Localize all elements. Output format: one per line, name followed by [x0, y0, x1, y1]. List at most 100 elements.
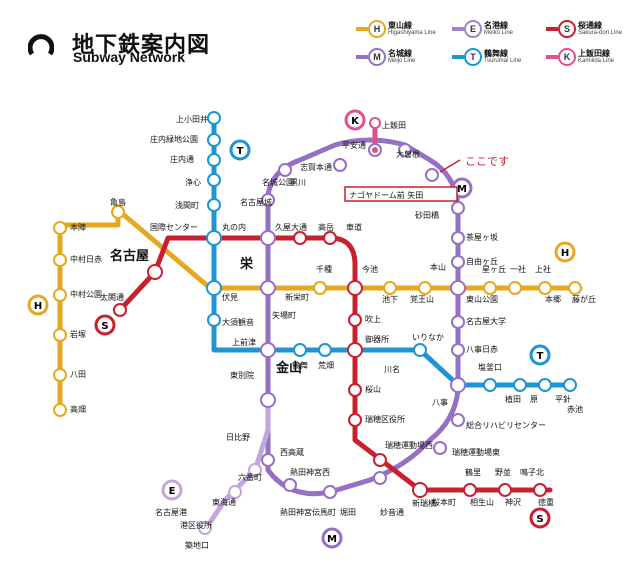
- badge-m-right: M: [457, 184, 467, 195]
- svg-text:八田: 八田: [70, 370, 86, 379]
- svg-text:植田: 植田: [505, 394, 521, 404]
- legend-m-icon: M: [368, 48, 386, 66]
- svg-text:千種: 千種: [316, 264, 332, 274]
- badge-e: E: [169, 486, 176, 497]
- svg-text:堀田: 堀田: [340, 508, 356, 517]
- svg-text:浅間町: 浅間町: [175, 200, 199, 210]
- svg-text:本郷: 本郷: [545, 294, 561, 304]
- svg-text:荒畑: 荒畑: [318, 360, 334, 370]
- station-sunada: [451, 201, 465, 215]
- svg-text:庄内通: 庄内通: [170, 154, 194, 164]
- svg-text:徳重: 徳重: [538, 497, 554, 507]
- svg-text:平安通: 平安通: [342, 140, 366, 150]
- svg-text:高畑: 高畑: [70, 404, 86, 414]
- svg-text:鶴里: 鶴里: [465, 467, 481, 477]
- svg-text:岩塚: 岩塚: [70, 329, 86, 339]
- svg-text:本陣: 本陣: [70, 222, 86, 232]
- svg-text:桜山: 桜山: [365, 384, 381, 394]
- svg-text:上飯田: 上飯田: [382, 120, 406, 130]
- svg-text:金山: 金山: [275, 360, 302, 376]
- svg-text:桜本町: 桜本町: [432, 497, 456, 507]
- svg-text:名古屋大学: 名古屋大学: [466, 316, 506, 326]
- svg-text:名古屋城: 名古屋城: [240, 197, 272, 207]
- svg-text:東別院: 東別院: [230, 370, 254, 380]
- svg-text:大曽根: 大曽根: [396, 149, 420, 159]
- svg-text:港区役所: 港区役所: [180, 520, 212, 530]
- svg-text:赤池: 赤池: [567, 404, 583, 414]
- svg-text:茶屋ヶ坂: 茶屋ヶ坂: [466, 232, 498, 242]
- badge-m-bottom: M: [327, 534, 337, 545]
- svg-text:名古屋: 名古屋: [110, 248, 149, 264]
- station-kamiiida: [369, 117, 381, 129]
- svg-text:中村日赤: 中村日赤: [70, 254, 102, 264]
- svg-text:池下: 池下: [382, 294, 398, 304]
- svg-text:鳴子北: 鳴子北: [520, 467, 544, 477]
- svg-text:瑞穂区役所: 瑞穂区役所: [365, 414, 405, 424]
- svg-text:一社: 一社: [510, 264, 526, 274]
- svg-text:亀島: 亀島: [110, 197, 126, 207]
- label-nagoya-dome: ナゴヤドーム前 矢田: [349, 190, 423, 200]
- svg-text:上小田井: 上小田井: [176, 114, 208, 124]
- svg-text:塩釜口: 塩釜口: [478, 362, 502, 372]
- badge-t-right: T: [537, 351, 544, 362]
- svg-text:名古屋港: 名古屋港: [155, 507, 187, 517]
- svg-text:八事: 八事: [432, 397, 448, 407]
- badge-s-right: S: [536, 514, 543, 525]
- svg-text:六番町: 六番町: [238, 472, 262, 482]
- svg-text:伏見: 伏見: [222, 292, 238, 302]
- svg-text:総合リハビリセンター: 総合リハビリセンター: [466, 420, 546, 430]
- legend-swatch: [546, 55, 558, 59]
- svg-text:今池: 今池: [362, 264, 378, 274]
- svg-text:熱田神宮西: 熱田神宮西: [290, 467, 330, 477]
- page-subtitle: Subway Network: [73, 49, 186, 65]
- page-title: 地下鉄案内図: [72, 33, 211, 58]
- svg-text:八事日赤: 八事日赤: [466, 344, 498, 354]
- legend-swatch: [452, 27, 464, 31]
- svg-text:いりなか: いりなか: [412, 333, 444, 342]
- svg-text:東海通: 東海通: [212, 497, 236, 507]
- svg-text:志賀本通: 志賀本通: [300, 162, 332, 172]
- svg-text:自由ヶ丘: 自由ヶ丘: [466, 256, 498, 266]
- svg-text:熱田神宮伝馬町: 熱田神宮伝馬町: [280, 507, 336, 517]
- legend-swatch: [356, 27, 368, 31]
- svg-text:本山: 本山: [430, 262, 446, 272]
- svg-text:瑞穂運動場西: 瑞穂運動場西: [385, 440, 433, 450]
- legend-e-icon: E: [464, 20, 482, 38]
- svg-text:高岳: 高岳: [318, 222, 334, 232]
- legend-s-icon: S: [558, 20, 576, 38]
- svg-text:神沢: 神沢: [505, 497, 521, 507]
- svg-text:中村公園: 中村公園: [70, 289, 102, 299]
- station-nagoya: [147, 264, 163, 280]
- you-are-here-arrow: [439, 159, 461, 173]
- svg-text:国際センター: 国際センター: [150, 222, 198, 232]
- tsurumai-line: [211, 112, 573, 388]
- badge-s-left: S: [101, 321, 108, 332]
- svg-text:平針: 平針: [555, 394, 571, 404]
- svg-text:新瑞橋: 新瑞橋: [412, 498, 436, 508]
- svg-text:瑞穂運動場東: 瑞穂運動場東: [452, 447, 500, 457]
- svg-text:久屋大通: 久屋大通: [275, 222, 307, 232]
- svg-text:車道: 車道: [346, 222, 362, 232]
- line-badges: T K M H H S T E M S: [27, 109, 576, 549]
- svg-text:野並: 野並: [495, 467, 511, 477]
- svg-text:藤が丘: 藤が丘: [572, 294, 596, 304]
- svg-text:御器所: 御器所: [365, 334, 389, 344]
- station-labels: 上飯田 平安通 大曽根 志賀本通 砂田橋 茶屋ヶ坂 自由ヶ丘 本山 名古屋大学 …: [70, 114, 596, 550]
- svg-text:矢場町: 矢場町: [272, 310, 296, 320]
- svg-text:西高蔵: 西高蔵: [280, 447, 304, 457]
- legend-swatch: [452, 55, 464, 59]
- you-are-here-label: ここです: [465, 155, 509, 168]
- svg-text:星ヶ丘: 星ヶ丘: [482, 265, 506, 274]
- svg-text:太閤通: 太閤通: [100, 292, 124, 302]
- subway-logo-icon: [28, 34, 54, 56]
- svg-text:黒川: 黒川: [290, 178, 306, 187]
- svg-text:庄内緑地公園: 庄内緑地公園: [150, 134, 198, 144]
- svg-text:東山公園: 東山公園: [466, 294, 498, 304]
